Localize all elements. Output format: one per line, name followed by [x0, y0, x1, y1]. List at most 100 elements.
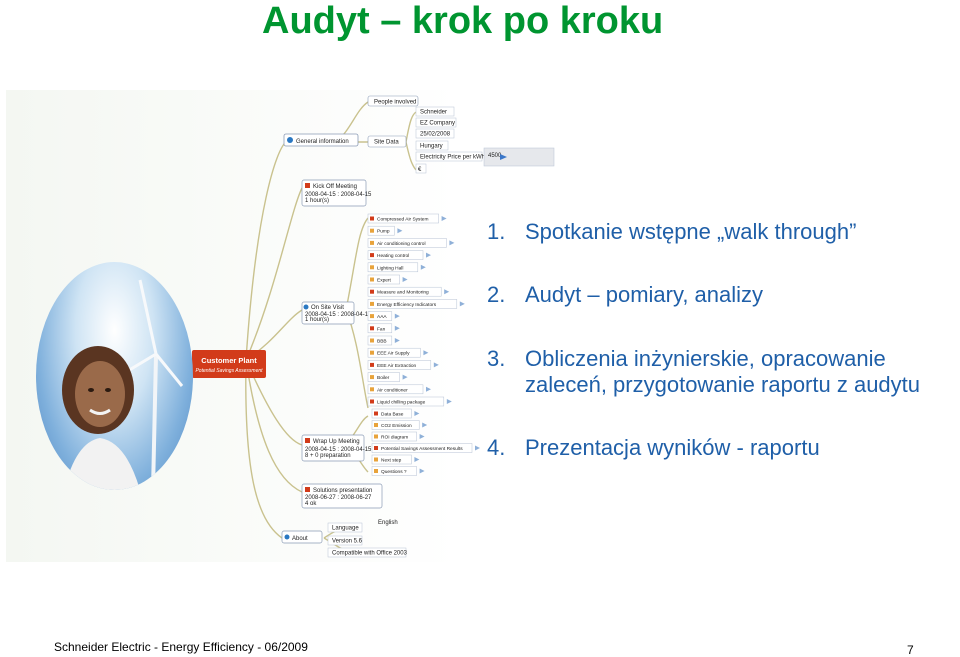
mindmap-item-label: Air conditioning control: [377, 241, 426, 247]
svg-text:Wrap Up Meeting: Wrap Up Meeting: [313, 439, 360, 445]
step-4: 4.Prezentacja wyników - raportu: [487, 435, 820, 460]
mindmap-item-box: [371, 454, 412, 465]
mindmap-item-label: Potential Savings Assessment Results: [381, 446, 463, 452]
node-kick-off-meeting: Kick Off Meeting 2008-04-15 : 2008-04-15…: [301, 179, 372, 207]
mindmap-item-box: [367, 347, 421, 358]
svg-text:People involved: People involved: [374, 100, 416, 106]
node-general-information: General information: [283, 133, 359, 147]
task-icon: [370, 228, 374, 233]
task-icon: [370, 277, 374, 282]
mindmap-item-label: Boiler: [377, 375, 390, 381]
mindmap-item-box: [367, 384, 424, 395]
expand-arrow-icon: [475, 445, 480, 451]
mindmap-item-label: Data Base: [381, 412, 404, 418]
mindmap-item-label: Questions ?: [381, 469, 407, 475]
task-icon: [370, 240, 374, 245]
expand-arrow-icon: [414, 411, 420, 416]
expand-arrow-icon: [397, 228, 403, 234]
mindmap-item-label: EEE Air Extraction: [377, 363, 417, 369]
mindmap-item-box: [371, 431, 417, 442]
mindmap-item-box: [367, 372, 400, 382]
expand-arrow-icon: [426, 252, 431, 258]
step-2: 2.Audyt – pomiary, analizy: [487, 282, 764, 307]
svg-text:1 hour(s): 1 hour(s): [305, 317, 329, 323]
expand-arrow-icon: [433, 362, 439, 368]
expand-arrow-icon: [414, 457, 420, 462]
svg-text:Kick Off Meeting: Kick Off Meeting: [313, 184, 357, 190]
mindmap-item-box: [371, 443, 473, 453]
mindmap-item-box: [367, 323, 393, 334]
svg-text:2008-04-15 : 2008-04-16: 2008-04-15 : 2008-04-16: [305, 312, 372, 318]
mindmap-item-box: [367, 274, 400, 285]
footer-text: Schneider Electric - Energy Efficiency -…: [54, 640, 308, 654]
expand-arrow-icon: [394, 313, 400, 319]
mindmap-item-label: Measure and Monitoring: [377, 290, 429, 296]
node-site-data: Site Data: [367, 135, 407, 148]
svg-text:Language: Language: [332, 526, 359, 532]
mindmap-item-box: [371, 420, 420, 430]
expand-arrow-icon: [423, 350, 429, 356]
mindmap-item-box: [367, 299, 458, 309]
task-icon: [374, 434, 378, 439]
svg-text:Hungary: Hungary: [420, 144, 443, 150]
task-icon: [370, 289, 374, 294]
task-icon: [370, 301, 374, 306]
task-icon: [370, 253, 374, 258]
mindmap-item-box: [367, 286, 442, 297]
task-icon: [374, 469, 378, 473]
mindmap-item-label: Energy Efficiency Indicators: [377, 302, 437, 308]
node-people-involved: People involved: [367, 95, 419, 107]
task-icon: [374, 446, 378, 450]
mindmap-item-label: Expert: [377, 278, 392, 284]
expand-arrow-icon: [402, 277, 408, 282]
node-wrap-up-meeting: Wrap Up Meeting 2008-04-15 : 2008-04-15 …: [301, 434, 372, 462]
task-icon: [374, 411, 378, 416]
mindmap-item-box: [367, 396, 445, 407]
task-icon: [370, 375, 374, 380]
site-data-items: Schneider EZ Company 25/02/2008 Hungary …: [415, 106, 555, 174]
expand-arrow-icon: [394, 325, 400, 331]
expand-arrow-icon: [426, 386, 431, 392]
svg-text:About: About: [292, 536, 308, 542]
mindmap-item-box: [367, 238, 447, 248]
mindmap-item-box: [371, 466, 417, 476]
step-3-continued: zaleceń, przygotowanie raportu z audytu: [525, 372, 921, 397]
slide-title: Audyt – krok po kroku: [262, 0, 664, 42]
mindmap-item-box: [367, 250, 424, 260]
expand-arrow-icon: [420, 264, 426, 270]
svg-text:1 hour(s): 1 hour(s): [305, 198, 329, 204]
svg-text:English: English: [378, 520, 398, 526]
svg-text:€: €: [418, 167, 422, 173]
page-number: 7: [907, 643, 914, 657]
girl-wind-turbine-photo: [36, 262, 193, 490]
expand-arrow-icon: [444, 289, 450, 295]
mindmap-item-label: CO2 Emission: [381, 423, 412, 429]
mindmap-item-label: Air conditioner: [377, 387, 408, 393]
svg-text:8 + 0 preparation: 8 + 0 preparation: [305, 453, 351, 459]
task-icon: [370, 314, 374, 319]
expand-arrow-icon: [459, 301, 465, 307]
svg-text:Electricity Price per kWh: Electricity Price per kWh: [420, 155, 485, 161]
expand-arrow-icon: [441, 216, 447, 221]
node-on-site-visit: On Site Visit 2008-04-15 : 2008-04-16 1 …: [301, 301, 372, 325]
mindmap-item-label: Heating control: [377, 253, 409, 259]
mindmap-item-label: EEE Air Supply: [377, 351, 410, 357]
svg-text:Customer Plant: Customer Plant: [201, 356, 257, 365]
expand-arrow-icon: [402, 374, 408, 380]
node-solutions-presentation: Solutions presentation 2008-06-27 : 2008…: [301, 483, 383, 509]
expand-arrow-icon: [449, 240, 455, 246]
svg-text:Site Data: Site Data: [374, 140, 399, 146]
svg-text:Solutions presentation: Solutions presentation: [313, 488, 372, 494]
task-icon: [370, 387, 374, 392]
expand-arrow-icon: [394, 338, 400, 343]
svg-text:Potential Savings Assessment: Potential Savings Assessment: [195, 368, 263, 374]
svg-text:General information: General information: [296, 139, 349, 145]
svg-text:2008-04-15 : 2008-04-15: 2008-04-15 : 2008-04-15: [305, 447, 372, 453]
mindmap-item-box: [371, 408, 412, 419]
svg-text:4 ok: 4 ok: [305, 501, 317, 507]
step-3: 3.Obliczenia inżynierskie, opracowanie: [487, 346, 886, 371]
photo-illustration: [62, 279, 184, 490]
svg-text:2008-06-27 : 2008-06-27: 2008-06-27 : 2008-06-27: [305, 495, 372, 501]
task-icon: [374, 457, 378, 462]
